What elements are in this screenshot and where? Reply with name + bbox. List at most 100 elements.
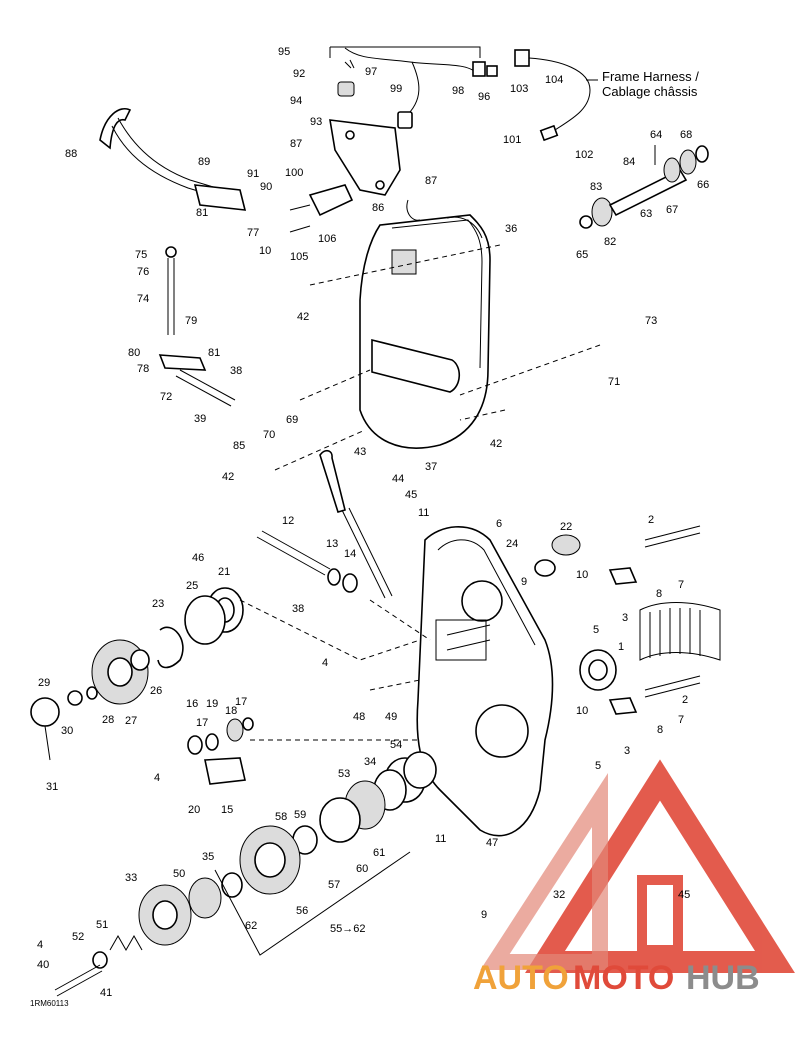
- label-96: 96: [478, 91, 490, 103]
- label-66: 66: [697, 179, 709, 191]
- label-94: 94: [290, 95, 302, 107]
- label-10-mid: 10: [576, 569, 588, 581]
- frame-harness-label-fr: Cablage châssis: [602, 84, 698, 99]
- label-76: 76: [137, 266, 149, 278]
- label-2-lower: 2: [682, 694, 688, 706]
- label-12: 12: [282, 515, 294, 527]
- label-50: 50: [173, 868, 185, 880]
- label-58: 58: [275, 811, 287, 823]
- label-22: 22: [560, 521, 572, 533]
- label-35: 35: [202, 851, 214, 863]
- label-105: 105: [290, 251, 308, 263]
- label-87-right: 87: [425, 175, 437, 187]
- label-42-right: 42: [490, 438, 502, 450]
- label-81-upper: 81: [196, 207, 208, 219]
- drawing-code: 1RM60113: [30, 999, 69, 1008]
- label-9-upper: 9: [521, 576, 527, 588]
- label-9-lower: 9: [481, 909, 487, 921]
- label-92: 92: [293, 68, 305, 80]
- svg-text:AUTO: AUTO: [473, 959, 569, 997]
- label-3-upper: 3: [622, 612, 628, 624]
- label-18: 18: [225, 705, 237, 717]
- label-78: 78: [137, 363, 149, 375]
- label-89: 89: [198, 156, 210, 168]
- label-106: 106: [318, 233, 336, 245]
- label-31: 31: [46, 781, 58, 793]
- label-98: 98: [452, 85, 464, 97]
- driven-shaft-group: [579, 145, 709, 229]
- label-43: 43: [354, 446, 366, 458]
- label-41: 41: [100, 987, 112, 999]
- label-4-mid: 4: [154, 772, 160, 784]
- label-28: 28: [102, 714, 114, 726]
- part-number-labels: 95 97 92 94 99 98 96 103 104 101 102 88 …: [37, 46, 709, 999]
- label-13: 13: [326, 538, 338, 550]
- label-2-upper: 2: [648, 514, 654, 526]
- label-11-lower: 11: [435, 833, 446, 845]
- label-8-lower: 8: [657, 724, 663, 736]
- tensioner-group: [256, 449, 393, 599]
- label-70: 70: [263, 429, 275, 441]
- label-52: 52: [72, 931, 84, 943]
- label-47: 47: [486, 837, 498, 849]
- label-91: 91: [247, 168, 259, 180]
- label-80: 80: [128, 347, 140, 359]
- label-19: 19: [206, 698, 218, 710]
- watermark-text: AUTO MOTO HUB: [473, 959, 760, 997]
- label-39: 39: [194, 413, 206, 425]
- label-104: 104: [545, 74, 563, 86]
- label-53: 53: [338, 768, 350, 780]
- label-63: 63: [640, 208, 652, 220]
- label-40: 40: [37, 959, 49, 971]
- svg-text:MOTO: MOTO: [573, 959, 674, 997]
- label-36: 36: [505, 223, 517, 235]
- label-62: 62: [245, 920, 257, 932]
- label-16: 16: [186, 698, 198, 710]
- label-46: 46: [192, 552, 204, 564]
- label-61: 61: [373, 847, 385, 859]
- label-81-lower: 81: [208, 347, 220, 359]
- gear-train-group: [30, 587, 254, 785]
- label-64: 64: [650, 129, 662, 141]
- label-25: 25: [186, 580, 198, 592]
- label-4-upper: 4: [322, 657, 328, 669]
- label-37: 37: [425, 461, 437, 473]
- label-99: 99: [390, 83, 402, 95]
- label-10-upper: 10: [259, 245, 271, 257]
- svg-text:HUB: HUB: [686, 959, 760, 997]
- label-4-lower: 4: [37, 939, 43, 951]
- label-67: 67: [666, 204, 678, 216]
- label-54: 54: [390, 739, 402, 751]
- label-74: 74: [137, 293, 149, 305]
- label-15: 15: [221, 804, 233, 816]
- chaincase-cover: [359, 199, 491, 449]
- label-6: 6: [496, 518, 502, 530]
- label-49: 49: [385, 711, 397, 723]
- label-65: 65: [576, 249, 588, 261]
- label-87-left: 87: [290, 138, 302, 150]
- label-45-upper: 45: [405, 489, 417, 501]
- label-97: 97: [365, 66, 377, 78]
- label-7-lower: 7: [678, 714, 684, 726]
- chaincase-housing: [416, 525, 721, 837]
- label-71: 71: [608, 376, 620, 388]
- label-69: 69: [286, 414, 298, 426]
- label-23: 23: [152, 598, 164, 610]
- label-48: 48: [353, 711, 365, 723]
- label-101: 101: [503, 134, 521, 146]
- label-93: 93: [310, 116, 322, 128]
- label-44: 44: [392, 473, 404, 485]
- label-42-lower: 42: [222, 471, 234, 483]
- label-85: 85: [233, 440, 245, 452]
- label-5-upper: 5: [593, 624, 599, 636]
- label-83: 83: [590, 181, 602, 193]
- label-51: 51: [96, 919, 108, 931]
- label-34: 34: [364, 756, 376, 768]
- label-73: 73: [645, 315, 657, 327]
- label-26: 26: [150, 685, 162, 697]
- label-75: 75: [135, 249, 147, 261]
- label-95: 95: [278, 46, 290, 58]
- label-42-upper: 42: [297, 311, 309, 323]
- label-17-left: 17: [196, 717, 208, 729]
